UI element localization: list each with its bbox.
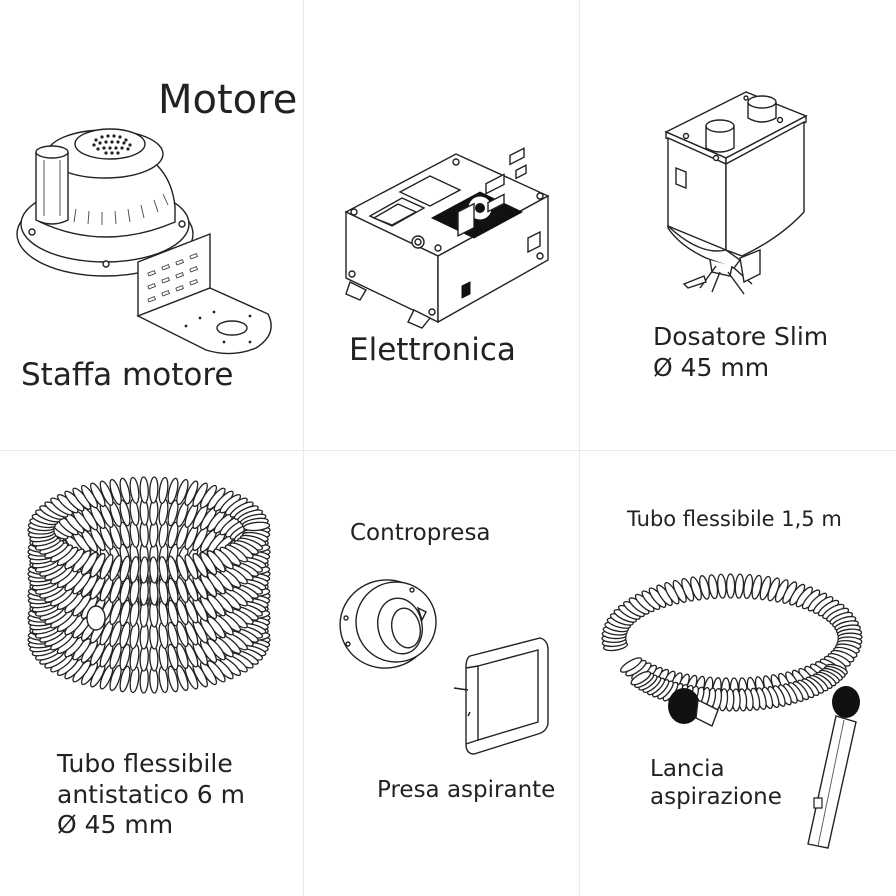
coiled-hose-icon bbox=[18, 490, 280, 710]
contropresa-label: Contropresa bbox=[350, 520, 491, 546]
tubo-line-1: Tubo flessibile bbox=[57, 749, 233, 778]
staffa-motore-label: Staffa motore bbox=[21, 357, 234, 393]
dosatore-label: Dosatore Slim Ø 45 mm bbox=[653, 322, 828, 383]
dosatore-line-1: Dosatore Slim bbox=[653, 322, 829, 351]
motore-title: Motore bbox=[158, 77, 298, 123]
dosing-hopper-icon bbox=[660, 88, 812, 300]
grid-divider-right bbox=[579, 0, 580, 896]
grille-holes bbox=[92, 134, 132, 155]
dosatore-line-2: Ø 45 mm bbox=[653, 352, 770, 382]
blower-motor-icon bbox=[10, 112, 280, 362]
presa-aspirante-label: Presa aspirante bbox=[377, 777, 556, 803]
control-box-icon bbox=[340, 146, 555, 330]
grid-divider-middle bbox=[0, 450, 896, 451]
grid-divider-left bbox=[303, 0, 304, 896]
lancia-label: Lancia aspirazione bbox=[650, 755, 782, 811]
elettronica-label: Elettronica bbox=[349, 332, 516, 368]
tubo-line-2: antistatico 6 m bbox=[57, 779, 246, 809]
hose-wand-icon bbox=[600, 560, 868, 852]
tubo-15m-label: Tubo flessibile 1,5 m bbox=[627, 507, 842, 531]
lancia-line-1: Lancia bbox=[650, 756, 725, 782]
lancia-line-2: aspirazione bbox=[650, 784, 782, 811]
wall-inlet-icon bbox=[322, 578, 554, 760]
tubo-label: Tubo flessibile antistatico 6 m Ø 45 mm bbox=[57, 749, 245, 841]
tubo-line-3: Ø 45 mm bbox=[57, 810, 174, 839]
